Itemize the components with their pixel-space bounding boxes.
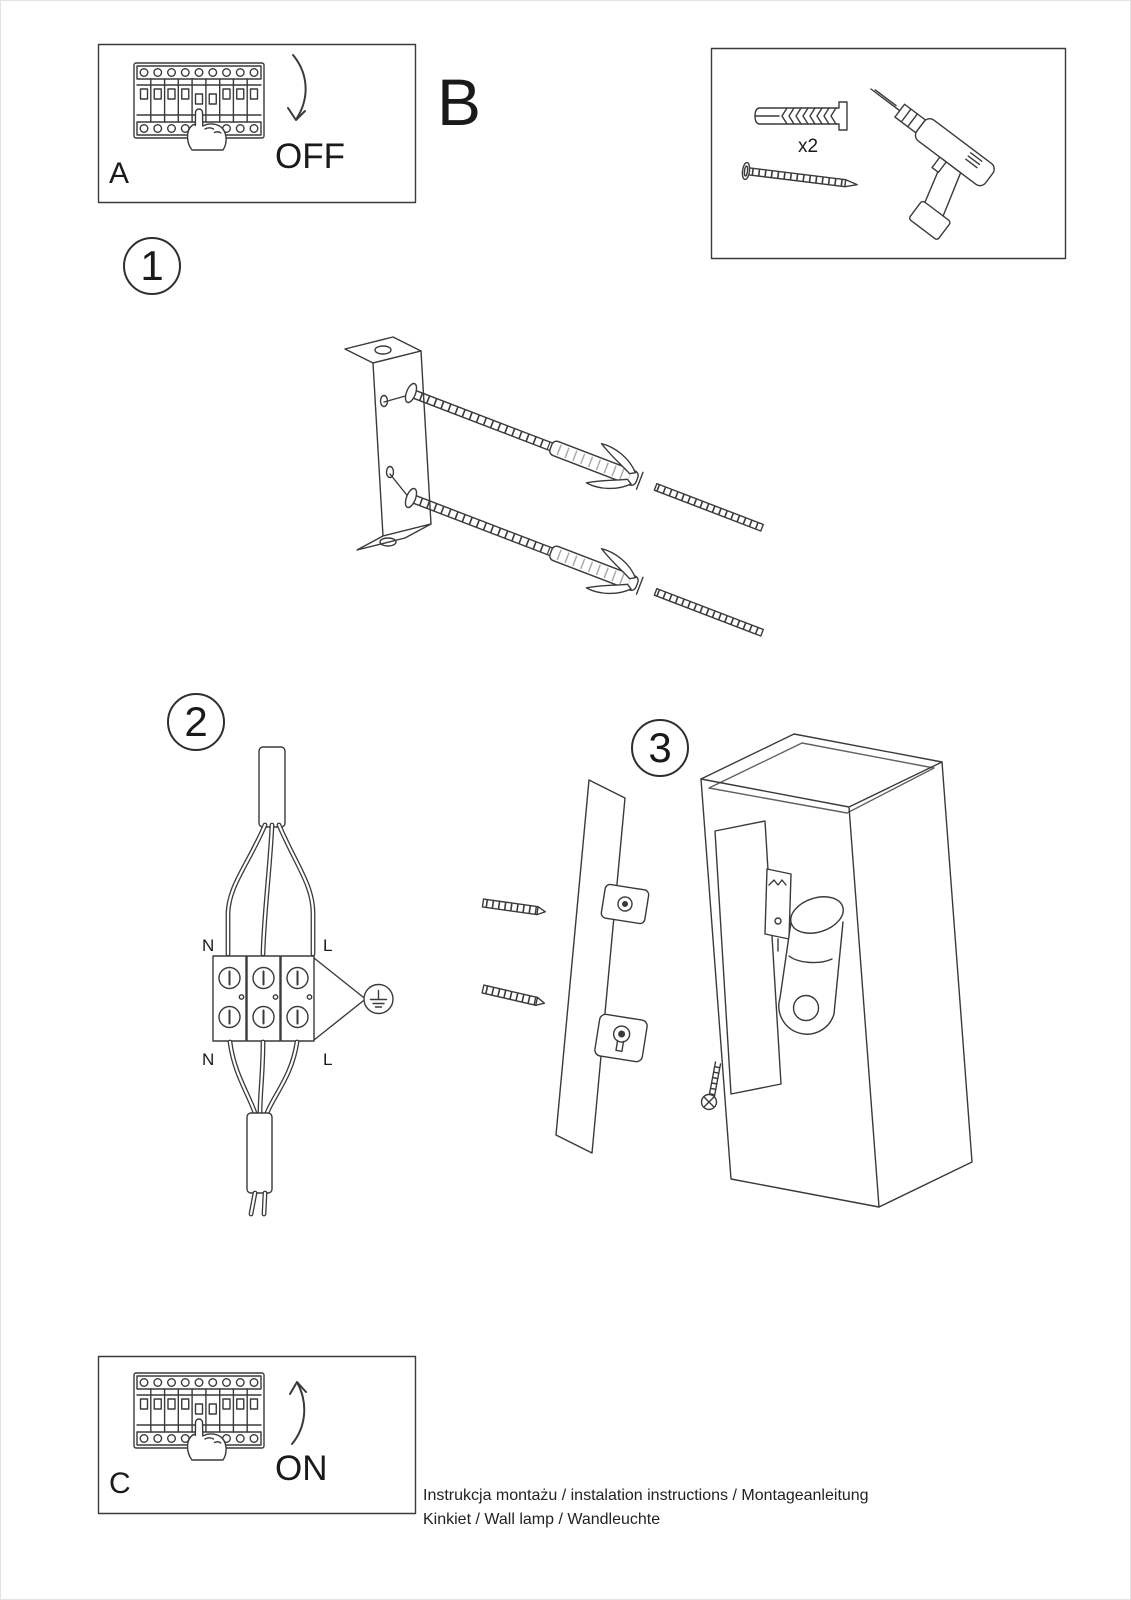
breaker-on-label: ON (275, 1449, 328, 1488)
arrow-down-icon (287, 54, 307, 121)
wire-label-n-bottom: N (202, 1050, 215, 1069)
wiring-diagram-illustration (212, 746, 394, 1217)
wire-label-n-top: N (202, 936, 215, 955)
mounting-screw-left-2 (481, 984, 546, 1006)
terminal-block-icon (212, 955, 315, 1042)
panel-b-label: B (437, 65, 482, 139)
panel-a-box (97, 43, 417, 204)
lamp-wires (227, 1039, 300, 1116)
step-2-badge: 2 (167, 693, 225, 751)
guide-lines (383, 394, 411, 500)
screw-icon (741, 161, 858, 188)
assembly-illustration (481, 733, 973, 1208)
step-number: 2 (184, 698, 208, 745)
tools-illustration (741, 88, 995, 240)
breaker-off-label: OFF (275, 137, 345, 176)
screw-anchor-assembly-2 (399, 476, 770, 652)
anchor-quantity-label: x2 (798, 136, 819, 157)
breaker-on-illustration (133, 1372, 307, 1461)
lamp-cable-ends (248, 1190, 268, 1217)
ground-symbol-icon (313, 957, 394, 1041)
fixing-screw-icon (700, 1061, 722, 1111)
footer-title-line: Instrukcja montażu / instalation instruc… (423, 1487, 869, 1504)
footer-product-line: Kinkiet / Wall lamp / Wandleuchte (423, 1511, 661, 1528)
supply-cable-icon (258, 746, 286, 828)
step-3-badge: 3 (631, 719, 689, 777)
arrow-up-icon (289, 1381, 307, 1445)
bracket-mounting-illustration (344, 336, 770, 653)
breaker-off-illustration (133, 54, 307, 151)
panel-a-label: A (109, 157, 130, 190)
step-number: 3 (648, 724, 672, 771)
step-number: 1 (140, 242, 164, 289)
wire-label-l-top: L (323, 936, 333, 955)
lamp-cable-icon (246, 1112, 273, 1194)
panel-b-box (710, 47, 1067, 260)
wall-plate-icon (555, 779, 626, 1154)
bulb-socket-icon (778, 896, 844, 1035)
mounting-screw-left-1 (481, 898, 547, 916)
panel-c-label: C (109, 1467, 131, 1500)
step-1-badge: 1 (123, 237, 181, 295)
supply-wires (225, 822, 316, 957)
screw-anchor-assembly-1 (399, 371, 770, 547)
keyhole-tab-1 (600, 883, 650, 925)
wire-label-l-bottom: L (323, 1050, 333, 1069)
inner-back-plate (714, 820, 782, 1095)
keyhole-tab-2 (594, 1013, 648, 1063)
wall-anchor-icon (754, 101, 848, 131)
panel-c-box (97, 1355, 417, 1515)
mounting-bracket-icon (344, 336, 432, 551)
drill-icon (870, 88, 995, 240)
